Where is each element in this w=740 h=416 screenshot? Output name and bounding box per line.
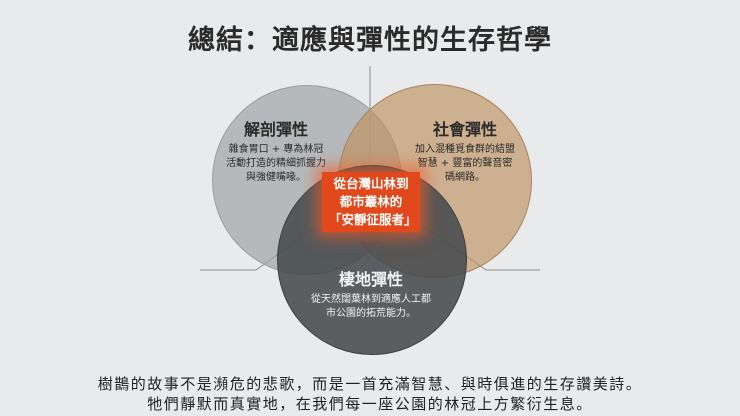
anatomical-heading: 解剖彈性 <box>243 120 308 139</box>
social-body: 加入混種覓食群的結盟智慧 + 豐富的聲音密碼網路。 <box>415 144 515 183</box>
habitat-label: 棲地彈性 從天然闊葉林到適應人工都市公園的拓荒能力。 <box>307 266 435 321</box>
habitat-body: 從天然闊葉林到適應人工都市公園的拓荒能力。 <box>311 294 431 319</box>
footer-line-2: 牠們靜默而真實地，在我們每一座公園的林冠上方繁衍生息。 <box>147 395 593 413</box>
habitat-heading: 棲地彈性 <box>338 270 403 289</box>
anatomical-label: 解剖彈性 雜食胃口 + 專為林冠活動打造的精細抓握力與強健嘴喙。 <box>226 116 326 185</box>
footer-line-1: 樹鵲的故事不是瀕危的悲歌，而是一首充滿智慧、與時俱進的生存讚美詩。 <box>97 375 643 393</box>
social-label: 社會彈性 加入混種覓食群的結盟智慧 + 豐富的聲音密碼網路。 <box>415 116 515 185</box>
center-text: 從台灣山林到都市叢林的「安靜征服者」 <box>329 176 417 227</box>
center-highlight: 從台灣山林到都市叢林的「安靜征服者」 <box>322 172 420 232</box>
social-heading: 社會彈性 <box>432 120 497 139</box>
page-title: 總結：適應與彈性的生存哲學 <box>188 25 552 56</box>
anatomical-body: 雜食胃口 + 專為林冠活動打造的精細抓握力與強健嘴喙。 <box>226 144 326 183</box>
